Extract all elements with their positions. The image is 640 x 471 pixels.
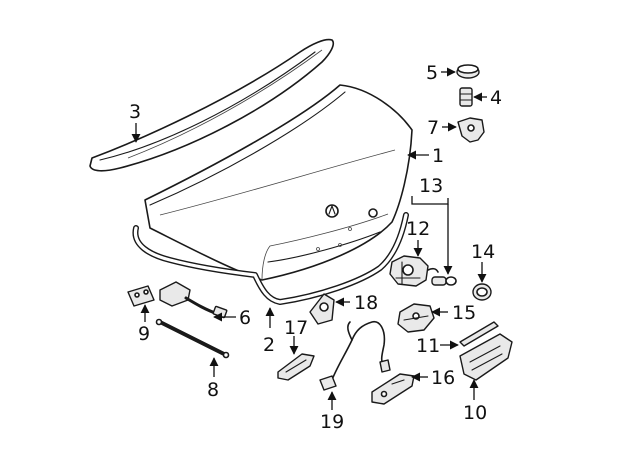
callout-5: 5 — [426, 62, 438, 84]
lock-actuator-part — [389, 255, 439, 287]
weatherstrip-part — [132, 212, 409, 305]
callout-14: 14 — [471, 241, 495, 263]
callout-16: 16 — [431, 367, 455, 389]
pad-part — [309, 293, 335, 325]
callout-labels: 1 2 3 4 5 6 7 8 9 10 11 12 13 14 15 16 1… — [129, 62, 502, 433]
spoiler-part — [89, 38, 335, 172]
callout-13: 13 — [419, 175, 443, 197]
lock-cylinder-part — [431, 276, 457, 286]
callout-7: 7 — [427, 117, 439, 139]
trunk-lid-part — [144, 84, 413, 281]
callout-18: 18 — [354, 292, 378, 314]
callout-10: 10 — [463, 402, 487, 424]
callout-9: 9 — [138, 323, 150, 345]
callout-1: 1 — [432, 145, 444, 167]
bracket-part — [457, 117, 485, 143]
grommet-part — [472, 283, 492, 301]
callout-11: 11 — [416, 335, 440, 357]
callout-3: 3 — [129, 101, 141, 123]
callout-15: 15 — [452, 302, 476, 324]
callout-12: 12 — [406, 218, 430, 240]
callout-19: 19 — [320, 411, 344, 433]
plate-bracket-part — [127, 285, 155, 307]
gas-strut-part — [155, 318, 230, 359]
callout-17: 17 — [284, 317, 308, 339]
plate-housing-part — [459, 333, 513, 381]
buffer-part — [459, 87, 473, 107]
trim-strip-part — [459, 321, 499, 347]
leader-lines — [131, 67, 487, 410]
callout-6: 6 — [239, 307, 251, 329]
cap-part — [456, 64, 480, 79]
switch-part — [371, 373, 415, 405]
callout-8: 8 — [207, 379, 219, 401]
hinge-part — [159, 281, 228, 319]
harness-part — [319, 321, 391, 391]
handle-switch-part — [277, 353, 315, 381]
latch-part — [397, 303, 435, 333]
callout-2: 2 — [263, 334, 275, 356]
callout-4: 4 — [490, 87, 502, 109]
